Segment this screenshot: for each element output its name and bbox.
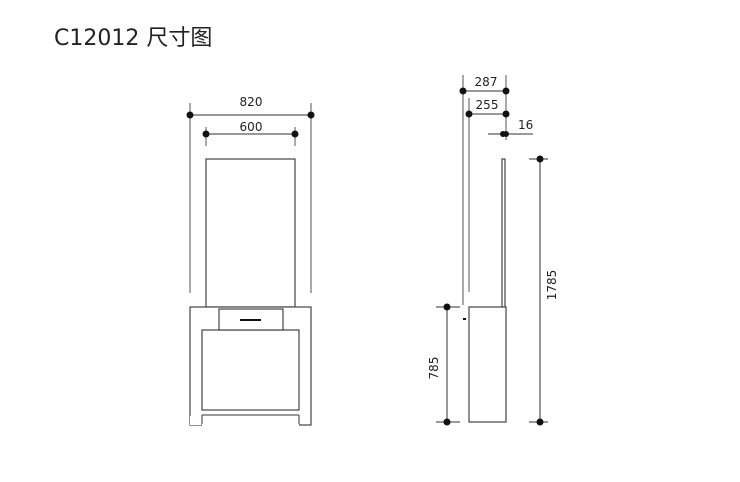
drawing-title: C12012 尺寸图 (54, 26, 213, 51)
dim-label-600: 600 (240, 120, 263, 134)
dim-label-1785: 1785 (545, 270, 559, 301)
dimension-287: 287 (459, 75, 510, 95)
mirror-panel (205, 158, 296, 308)
dimension-255: 255 (465, 98, 510, 118)
dimension-1785: 1785 (529, 155, 559, 426)
dimension-785: 785 (427, 303, 460, 426)
mirror-side (501, 158, 506, 308)
dim-label-255: 255 (476, 98, 499, 112)
dim-label-287: 287 (475, 75, 498, 89)
front-view: 820 600 (186, 95, 315, 426)
dimension-16: 16 (488, 118, 533, 137)
dim-label-820: 820 (240, 95, 263, 109)
dimension-600: 600 (202, 120, 299, 138)
dim-label-16: 16 (518, 118, 533, 132)
dimension-820: 820 (186, 95, 315, 119)
cabinet-side (468, 306, 507, 423)
cabinet-opening (201, 329, 300, 411)
dim-label-785: 785 (427, 357, 441, 380)
side-view: 287 255 16 785 (427, 75, 559, 426)
